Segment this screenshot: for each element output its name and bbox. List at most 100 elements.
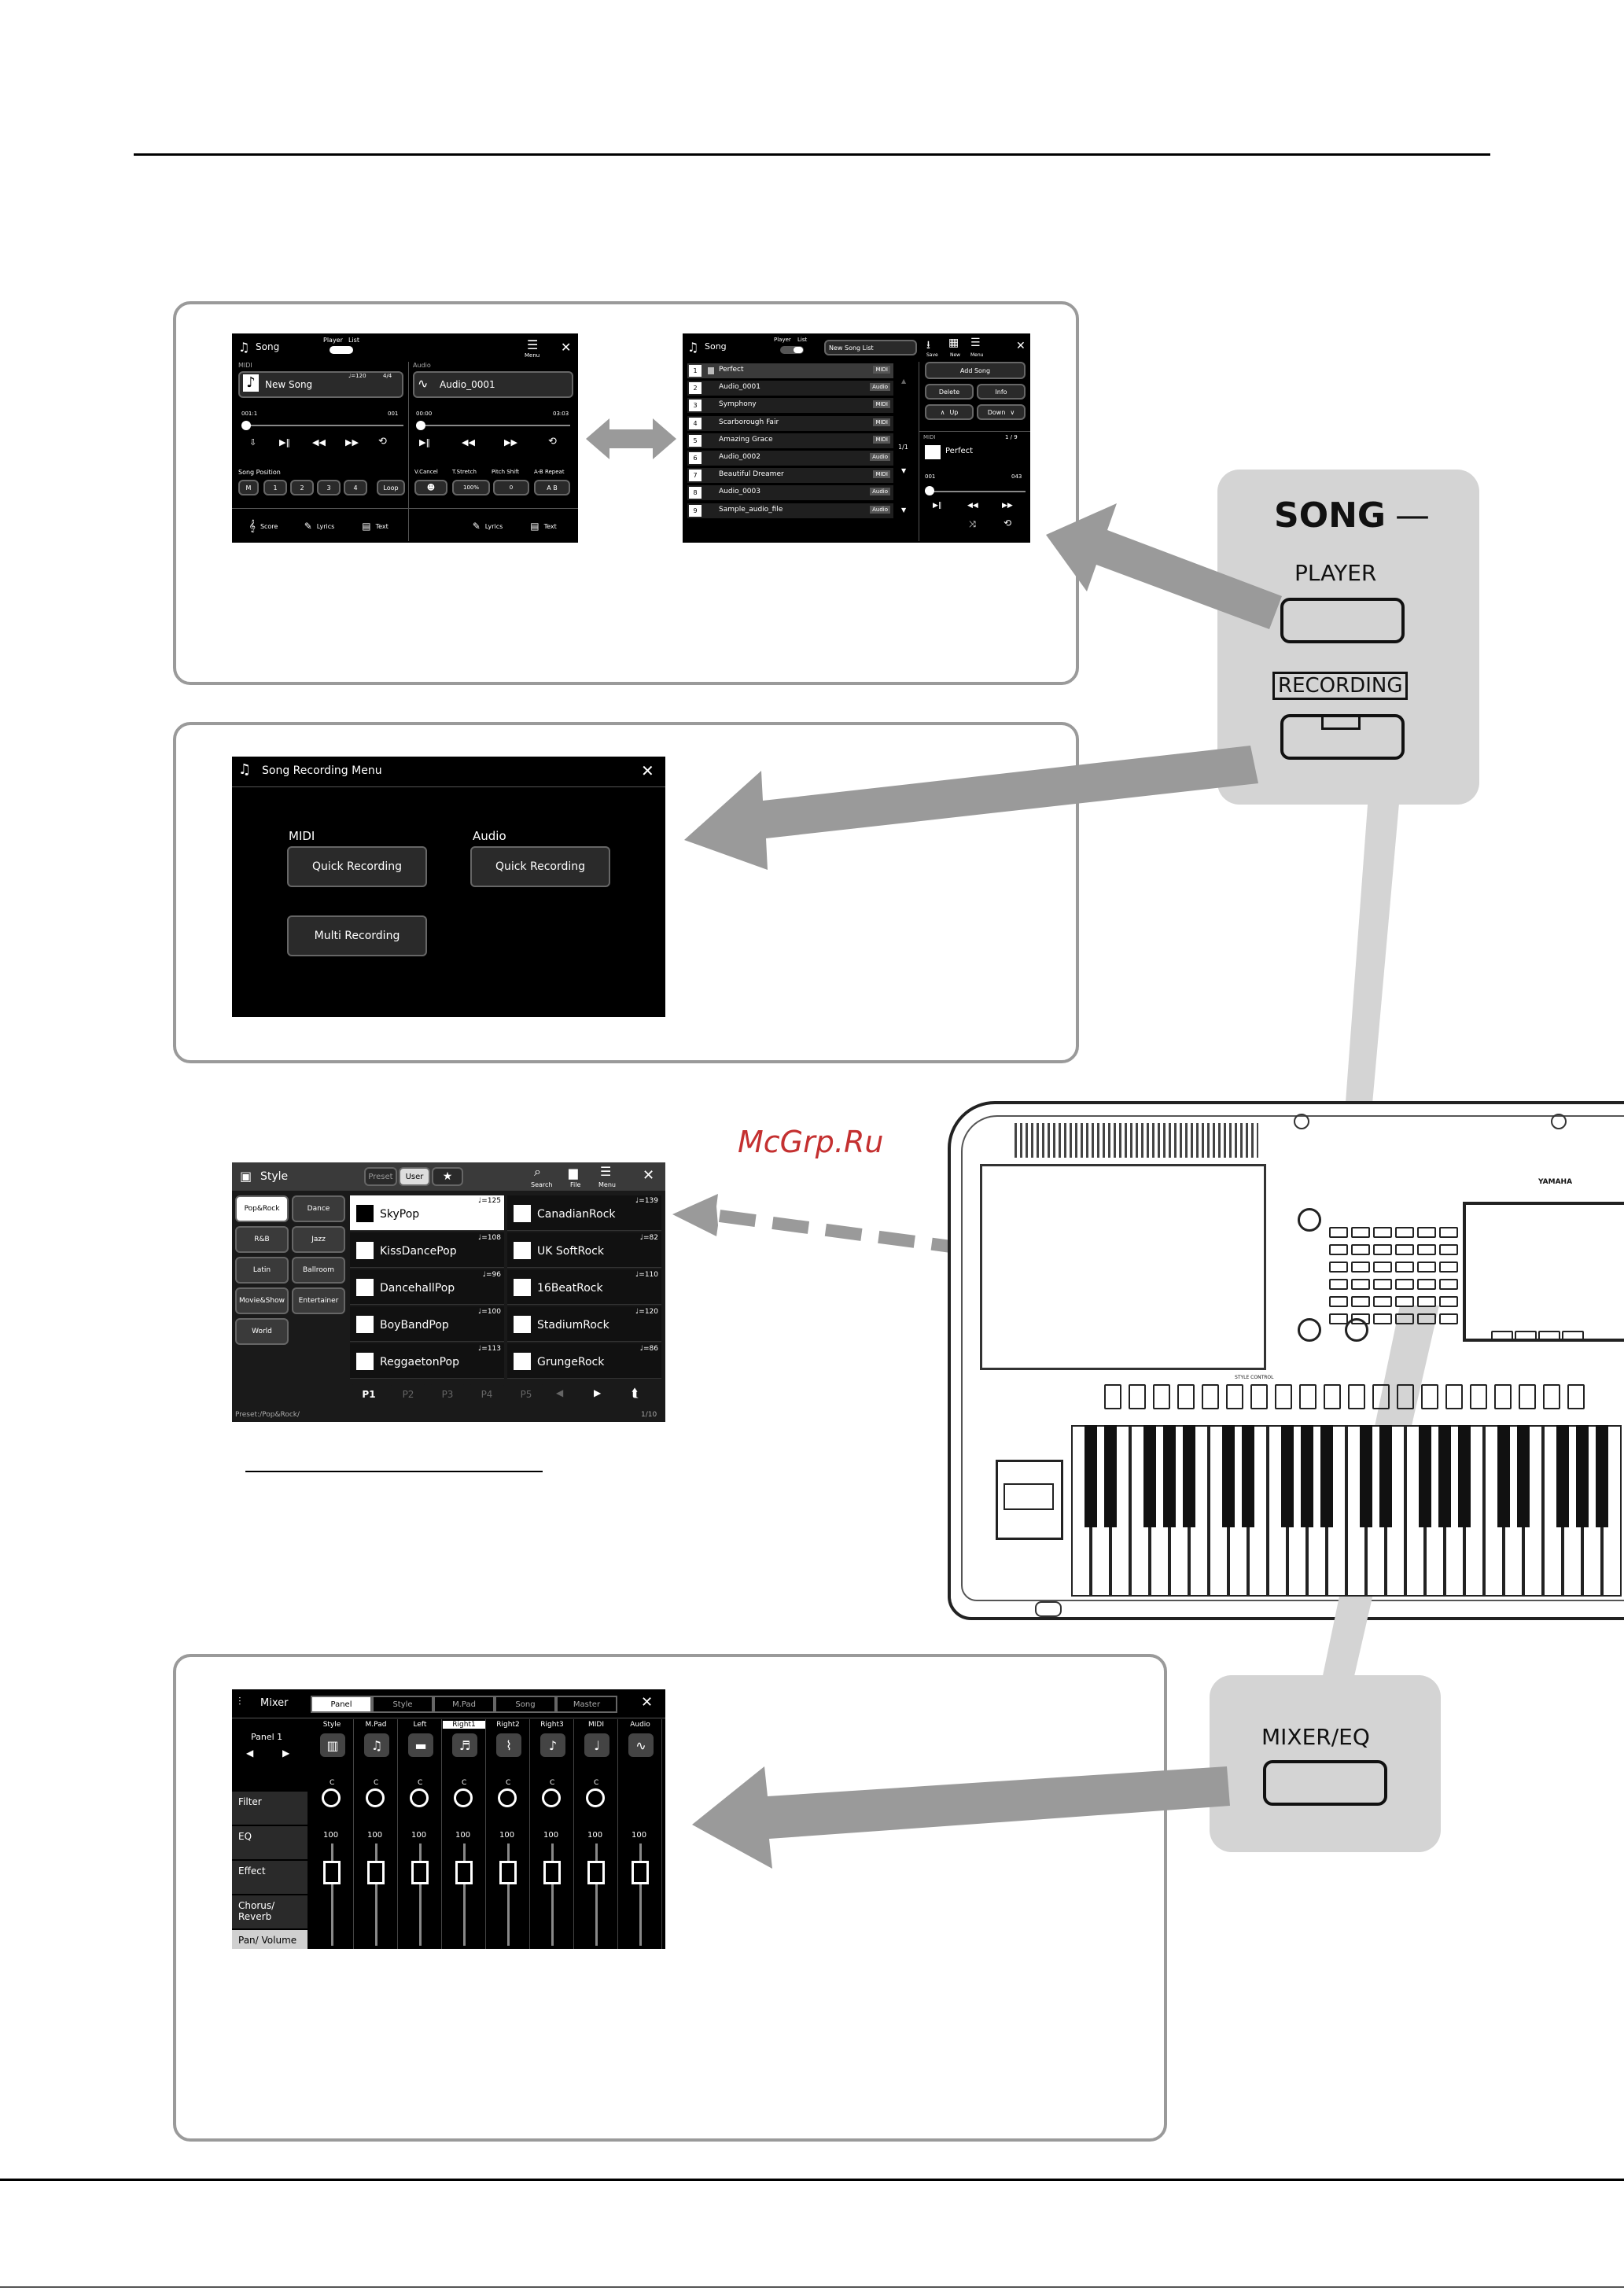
volume-fader-knob[interactable] xyxy=(455,1861,473,1884)
panel-button[interactable] xyxy=(1373,1262,1392,1273)
panel-button[interactable] xyxy=(1439,1227,1458,1238)
style-item[interactable]: KissDancePop♩=108 xyxy=(350,1232,504,1268)
mixer-side-item[interactable]: Chorus/ Reverb xyxy=(232,1895,307,1928)
style-item[interactable]: 16BeatRock♩=110 xyxy=(507,1269,661,1305)
style-control-button[interactable] xyxy=(1397,1384,1414,1409)
pos-button-m[interactable]: M xyxy=(238,480,259,495)
list-slider-knob[interactable] xyxy=(925,486,934,495)
midi-text-button[interactable]: ▤Text xyxy=(350,516,400,536)
style-close-icon[interactable]: ✕ xyxy=(643,1167,655,1184)
panel-button[interactable] xyxy=(1395,1244,1414,1255)
mixer-tab[interactable]: M.Pad xyxy=(433,1696,495,1713)
audio-song-selector[interactable]: Audio_0001 xyxy=(413,371,573,398)
panel-button[interactable] xyxy=(1417,1262,1436,1273)
black-key[interactable] xyxy=(1517,1425,1530,1527)
panel-next-icon[interactable]: ▶ xyxy=(282,1748,290,1759)
dial-knob[interactable] xyxy=(1298,1318,1321,1342)
panel-button[interactable] xyxy=(1538,1331,1560,1342)
panel-button[interactable] xyxy=(1439,1313,1458,1324)
list-rewind-icon[interactable]: ◀◀ xyxy=(967,502,978,510)
channel-instrument-icon[interactable]: ♪ xyxy=(540,1733,565,1757)
volume-fader-knob[interactable] xyxy=(411,1861,429,1884)
pos-button-4[interactable]: 4 xyxy=(344,480,367,495)
channel-instrument-icon[interactable]: ∿ xyxy=(628,1733,654,1757)
mixer-side-item[interactable]: Pan/ Volume xyxy=(232,1930,307,1949)
mixer-tab[interactable]: Style xyxy=(372,1696,433,1713)
panel-button[interactable] xyxy=(1395,1296,1414,1307)
style-control-button[interactable] xyxy=(1104,1384,1121,1409)
midi-rewind-icon[interactable]: ◀◀ xyxy=(312,437,326,448)
style-control-button[interactable] xyxy=(1494,1384,1512,1409)
panel-button[interactable] xyxy=(1491,1331,1513,1342)
volume-fader-knob[interactable] xyxy=(543,1861,561,1884)
black-key[interactable] xyxy=(1222,1425,1235,1527)
black-key[interactable] xyxy=(1419,1425,1431,1527)
recording-close-icon[interactable]: ✕ xyxy=(641,761,654,780)
scroll-down-icon[interactable]: ▼ xyxy=(901,467,907,474)
black-key[interactable] xyxy=(1596,1425,1608,1527)
panel-button[interactable] xyxy=(1351,1296,1370,1307)
style-control-button[interactable] xyxy=(1470,1384,1487,1409)
black-key[interactable] xyxy=(1143,1425,1156,1527)
panel-button[interactable] xyxy=(1395,1313,1414,1324)
pan-knob[interactable] xyxy=(542,1788,561,1807)
channel-instrument-icon[interactable]: ▥ xyxy=(320,1733,345,1757)
black-key[interactable] xyxy=(1379,1425,1392,1527)
ab-repeat-button[interactable]: A B xyxy=(534,480,570,495)
style-category-button[interactable]: Pop&Rock xyxy=(235,1195,289,1222)
style-control-button[interactable] xyxy=(1299,1384,1317,1409)
style-item[interactable]: BoyBandPop♩=100 xyxy=(350,1306,504,1342)
panel-button[interactable] xyxy=(1439,1244,1458,1255)
style-page-tab[interactable]: P2 xyxy=(389,1384,427,1405)
list-forward-icon[interactable]: ▶▶ xyxy=(1002,502,1013,510)
style-page-tab[interactable]: P3 xyxy=(429,1384,466,1405)
style-category-button[interactable]: Entertainer xyxy=(292,1287,345,1314)
panel-button[interactable] xyxy=(1417,1313,1436,1324)
pos-button-2[interactable]: 2 xyxy=(290,480,314,495)
favorite-tab[interactable]: ★ xyxy=(432,1167,463,1186)
style-item[interactable]: CanadianRock♩=139 xyxy=(507,1195,661,1231)
panel-button[interactable] xyxy=(1373,1313,1392,1324)
panel-button[interactable] xyxy=(1329,1313,1348,1324)
score-button[interactable]: 𝄞Score xyxy=(238,516,289,536)
mixer-side-item[interactable]: EQ xyxy=(232,1826,307,1859)
save-icon[interactable]: ⭳ xyxy=(926,339,930,352)
mixer-close-icon[interactable]: ✕ xyxy=(641,1694,654,1711)
black-key[interactable] xyxy=(1497,1425,1510,1527)
preset-tab[interactable]: Preset xyxy=(364,1167,397,1186)
black-key[interactable] xyxy=(1085,1425,1097,1527)
song-list-name-field[interactable]: New Song List xyxy=(824,340,917,355)
channel-instrument-icon[interactable]: ♬ xyxy=(452,1733,477,1757)
audio-play-pause-icon[interactable]: ▶‖ xyxy=(419,437,430,448)
page-up-icon[interactable]: ⮬ xyxy=(632,1386,639,1400)
style-item[interactable]: ReggaetonPop♩=113 xyxy=(350,1343,504,1379)
pos-button-1[interactable]: 1 xyxy=(263,480,287,495)
page-next-icon[interactable]: ▶ xyxy=(594,1387,602,1398)
mixer-side-item[interactable]: Effect xyxy=(232,1861,307,1894)
black-key[interactable] xyxy=(1281,1425,1294,1527)
midi-position-slider[interactable] xyxy=(241,425,403,426)
pos-button-3[interactable]: 3 xyxy=(317,480,341,495)
black-key[interactable] xyxy=(1104,1425,1117,1527)
scroll-up-icon[interactable]: ▲ xyxy=(901,378,907,385)
audio-position-slider[interactable] xyxy=(416,425,570,426)
style-item[interactable]: UK SoftRock♩=82 xyxy=(507,1232,661,1268)
midi-rec-icon[interactable]: ⇩ xyxy=(249,437,257,448)
style-control-button[interactable] xyxy=(1324,1384,1341,1409)
style-category-button[interactable]: Ballroom xyxy=(292,1257,345,1284)
style-category-button[interactable]: Dance xyxy=(292,1195,345,1222)
pan-knob[interactable] xyxy=(410,1788,429,1807)
audio-repeat-icon[interactable]: ⟲ xyxy=(548,436,557,448)
pan-knob[interactable] xyxy=(498,1788,517,1807)
recording-button[interactable] xyxy=(1280,714,1405,760)
panel-button[interactable] xyxy=(1351,1227,1370,1238)
new-icon[interactable]: ▦ xyxy=(948,337,959,349)
panel-button[interactable] xyxy=(1373,1279,1392,1290)
add-song-button[interactable]: Add Song xyxy=(925,362,1026,379)
channel-instrument-icon[interactable]: ▬ xyxy=(408,1733,433,1757)
style-control-button[interactable] xyxy=(1372,1384,1390,1409)
channel-instrument-icon[interactable]: ♩ xyxy=(584,1733,609,1757)
audio-forward-icon[interactable]: ▶▶ xyxy=(504,437,517,448)
audio-slider-knob[interactable] xyxy=(416,421,425,430)
